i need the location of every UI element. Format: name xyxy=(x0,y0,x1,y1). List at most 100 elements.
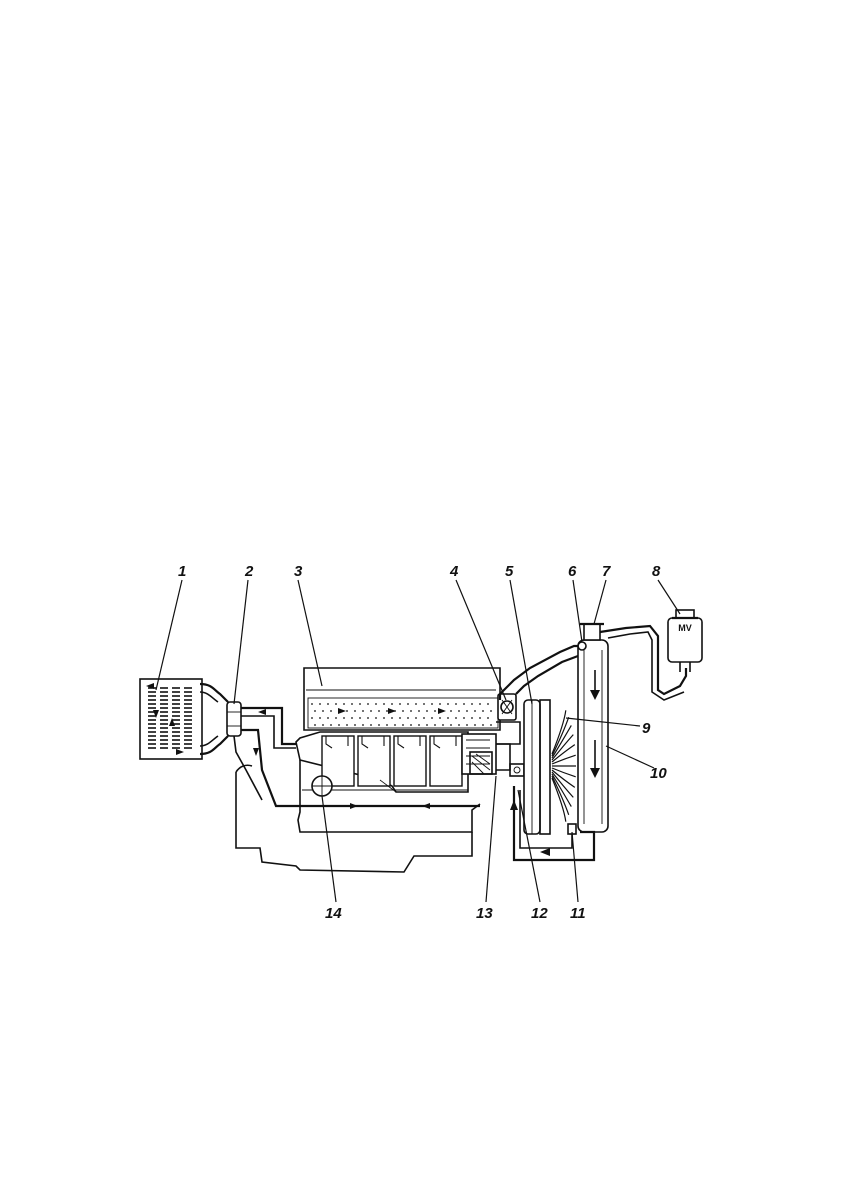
callout-12: 12 xyxy=(531,905,548,922)
coolant-dot xyxy=(327,703,329,705)
coolant-dot xyxy=(322,724,324,726)
coolant-dot xyxy=(423,703,425,705)
coolant-dot xyxy=(351,703,353,705)
coolant-dot xyxy=(362,724,364,726)
coolant-dot xyxy=(474,710,476,712)
coolant-dot xyxy=(335,703,337,705)
cylinder xyxy=(358,736,390,786)
coolant-dot xyxy=(319,703,321,705)
heater-core xyxy=(140,679,228,759)
coolant-dot xyxy=(402,724,404,726)
coolant-dot xyxy=(463,703,465,705)
callout-9: 9 xyxy=(642,720,651,737)
coolant-dot xyxy=(335,717,337,719)
callout-2: 2 xyxy=(244,563,254,580)
coolant-dot xyxy=(399,703,401,705)
callout-1: 1 xyxy=(178,563,186,580)
coolant-dot xyxy=(314,724,316,726)
arrow-icon xyxy=(258,709,266,715)
coolant-dot xyxy=(386,710,388,712)
engine-block xyxy=(236,668,500,872)
coolant-dot xyxy=(343,703,345,705)
coolant-dot xyxy=(346,724,348,726)
callout-10: 10 xyxy=(650,765,667,782)
arrow-icon xyxy=(253,748,259,756)
coolant-dot xyxy=(463,717,465,719)
cylinder xyxy=(394,736,426,786)
coolant-dot xyxy=(354,710,356,712)
coolant-dot xyxy=(359,703,361,705)
coolant-dot xyxy=(386,724,388,726)
coolant-dot xyxy=(434,710,436,712)
fan-blade xyxy=(552,725,571,758)
coolant-dot xyxy=(370,724,372,726)
coolant-dot xyxy=(418,724,420,726)
coolant-dot xyxy=(487,717,489,719)
coolant-dot xyxy=(311,717,313,719)
coolant-dot xyxy=(431,703,433,705)
coolant-dot xyxy=(458,724,460,726)
arrow-icon xyxy=(422,803,430,809)
coolant-dot xyxy=(479,703,481,705)
callout-14: 14 xyxy=(325,905,342,922)
coolant-dot xyxy=(455,717,457,719)
coolant-dot xyxy=(367,703,369,705)
coolant-dot xyxy=(330,724,332,726)
callout-13: 13 xyxy=(476,905,493,922)
coolant-dot xyxy=(439,717,441,719)
coolant-dot xyxy=(407,703,409,705)
coolant-dot xyxy=(343,717,345,719)
coolant-dot xyxy=(447,717,449,719)
coolant-dot xyxy=(418,710,420,712)
coolant-dot xyxy=(383,703,385,705)
coolant-dot xyxy=(375,703,377,705)
coolant-dot xyxy=(407,717,409,719)
coolant-dot xyxy=(490,710,492,712)
coolant-dot xyxy=(362,710,364,712)
coolant-dot xyxy=(311,703,313,705)
coolant-dot xyxy=(402,710,404,712)
coolant-dot xyxy=(439,703,441,705)
coolant-dot xyxy=(338,724,340,726)
coolant-dot xyxy=(455,703,457,705)
coolant-dot xyxy=(466,710,468,712)
expansion-tank: MV xyxy=(668,610,702,672)
coolant-dot xyxy=(394,724,396,726)
pulley xyxy=(524,700,550,834)
fan-blade xyxy=(552,774,571,807)
coolant-dot xyxy=(415,703,417,705)
coolant-dot xyxy=(378,724,380,726)
coolant-dot xyxy=(346,710,348,712)
coolant-dot xyxy=(383,717,385,719)
fan-icon xyxy=(552,710,576,821)
coolant-dot xyxy=(426,724,428,726)
coolant-dot xyxy=(391,717,393,719)
coolant-dot xyxy=(450,724,452,726)
callout-4: 4 xyxy=(449,563,459,580)
callout-5: 5 xyxy=(505,563,514,580)
coolant-dot xyxy=(479,717,481,719)
callout-11: 11 xyxy=(570,905,586,922)
coolant-dot xyxy=(375,717,377,719)
coolant-dot xyxy=(442,724,444,726)
coolant-dot xyxy=(415,717,417,719)
coolant-dot xyxy=(410,724,412,726)
coolant-dot xyxy=(410,710,412,712)
coolant-dot xyxy=(354,724,356,726)
callout-6: 6 xyxy=(568,563,577,580)
expansion-tank-marking: MV xyxy=(678,623,692,633)
coolant-dot xyxy=(423,717,425,719)
coolant-dot xyxy=(314,710,316,712)
coolant-dot xyxy=(434,724,436,726)
coolant-dot xyxy=(399,717,401,719)
arrow-icon xyxy=(176,749,184,755)
coolant-dot xyxy=(367,717,369,719)
coolant-dot xyxy=(327,717,329,719)
arrow-icon xyxy=(350,803,358,809)
coolant-dot xyxy=(490,724,492,726)
coolant-dot xyxy=(450,710,452,712)
coolant-dot xyxy=(482,710,484,712)
coolant-dot xyxy=(482,724,484,726)
coolant-dot xyxy=(458,710,460,712)
